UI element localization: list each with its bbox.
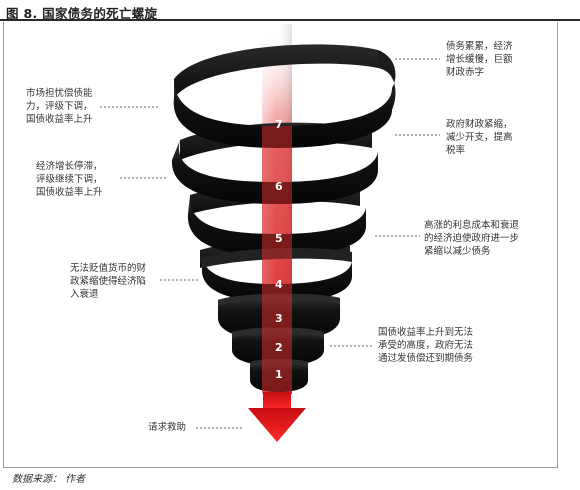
title-divider [0, 19, 580, 21]
ring-label-6: 6 [275, 180, 283, 193]
ring-label-4: 4 [275, 278, 283, 291]
note-recession: 无法贬值货币的财 政紧缩使得经济陷 入衰退 [70, 263, 147, 300]
note-market-worry: 市场担忧偿债能 力，评级下调， 国债收益率上升 [26, 88, 93, 125]
note-debt-burden: 债务累累，经济 增长缓慢，巨额 财政赤字 [446, 41, 513, 78]
ring-label-1: 1 [275, 368, 283, 381]
source-note: 数据来源： 作者 [12, 474, 86, 485]
note-interest-cost: 高涨的利息成本和衰退 的经济迫使政府进一步 紧缩以减少债务 [424, 220, 520, 257]
spiral-ring-7 [173, 50, 396, 148]
ring-label-5: 5 [275, 232, 283, 245]
ring-label-3: 3 [275, 312, 283, 325]
ring-label-2: 2 [275, 341, 283, 354]
note-growth-stagnation: 经济增长停滞， 评级继续下调， 国债收益率上升 [36, 161, 103, 198]
figure-frame [3, 22, 558, 468]
note-fiscal-austerity: 政府财政紧缩， 减少开支，提高 税率 [446, 119, 513, 156]
leader-lines [100, 58, 440, 429]
note-unbearable-yields: 国债收益率上升到无法 承受的高度，政府无法 通过发债偿还到期债务 [378, 327, 474, 364]
downward-arrow-icon [248, 392, 306, 442]
spiral-ring-6 [171, 140, 378, 204]
figure-title: 图 8. 国家债务的死亡螺旋 [6, 6, 158, 21]
spiral-ring-5 [187, 195, 366, 256]
note-bailout-request: 请求救助 [148, 422, 187, 433]
ring-label-7: 7 [275, 118, 283, 131]
